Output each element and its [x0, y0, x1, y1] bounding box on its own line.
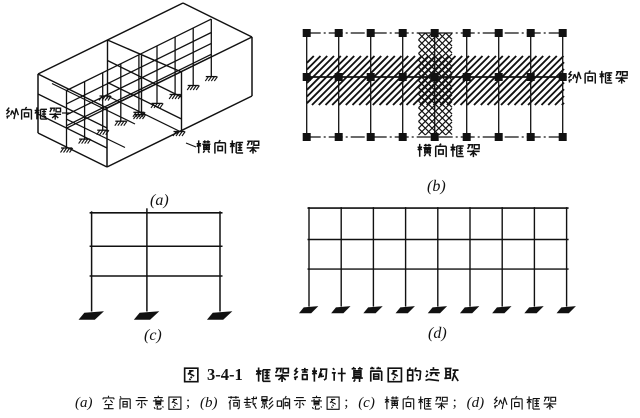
svg-text:;: ;	[186, 395, 190, 411]
svg-text:(b): (b)	[200, 395, 218, 411]
svg-text:(b): (b)	[427, 178, 446, 195]
svg-text:(c): (c)	[144, 327, 162, 344]
svg-text:;: ;	[453, 395, 457, 411]
svg-text:(d): (d)	[467, 395, 485, 411]
svg-text:(c): (c)	[358, 395, 375, 411]
svg-text:(a): (a)	[75, 395, 93, 411]
svg-text:;: ;	[344, 395, 348, 411]
svg-text:(d): (d)	[428, 325, 447, 342]
svg-text:3-4-1: 3-4-1	[207, 365, 243, 384]
svg-text:(a): (a)	[150, 192, 169, 209]
